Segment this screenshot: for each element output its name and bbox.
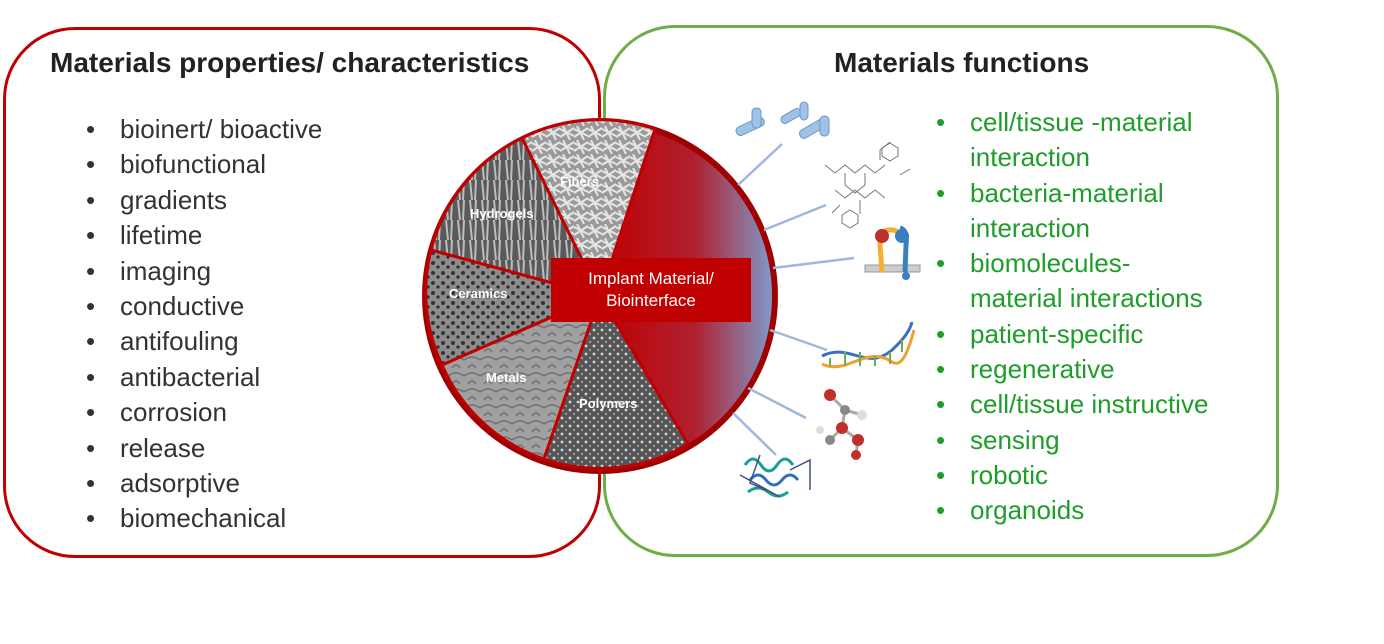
function-item: cell/tissue -material interaction: [936, 105, 1208, 176]
segment-polymers: [542, 292, 691, 470]
dendrimer-icon: [824, 141, 911, 229]
functions-list: cell/tissue -material interactionbacteri…: [936, 105, 1208, 529]
sugar-molecule-icon: [816, 389, 867, 460]
functions-title: Materials functions: [834, 47, 1090, 78]
property-item: gradients: [86, 183, 322, 219]
function-item: cell/tissue instructive: [936, 387, 1208, 423]
function-item: organoids: [936, 493, 1208, 529]
function-item: patient-specific: [936, 317, 1208, 353]
properties-list: bioinert/ bioactivebiofunctionalgradient…: [86, 112, 322, 537]
peptide-icon: [864, 225, 921, 280]
function-item: sensing: [936, 423, 1208, 459]
function-item: biomolecules- material interactions: [936, 246, 1208, 317]
function-item: robotic: [936, 458, 1208, 494]
segment-label-polymers: Polymers: [579, 396, 638, 411]
protein-icon: [739, 454, 811, 498]
segment-ceramics: [424, 248, 605, 367]
segment-label-fibers: Fibers: [560, 174, 599, 189]
property-item: corrosion: [86, 395, 322, 431]
center-label: Implant Material/ Biointerface: [588, 269, 714, 310]
property-item: conductive: [86, 289, 322, 325]
property-item: antibacterial: [86, 360, 322, 396]
dna-helix-icon: [821, 321, 916, 369]
property-item: biomechanical: [86, 501, 322, 537]
property-item: adsorptive: [86, 466, 322, 502]
function-item: regenerative: [936, 352, 1208, 388]
segment-label-ceramics: Ceramics: [449, 286, 508, 301]
property-item: biofunctional: [86, 147, 322, 183]
antibody-icon: [735, 101, 830, 139]
property-item: imaging: [86, 254, 322, 290]
segment-metals: [440, 293, 603, 461]
segment-label-metals: Metals: [486, 370, 526, 385]
properties-title: Materials properties/ characteristics: [50, 47, 530, 78]
connector-lines: [732, 143, 855, 456]
segment-label-hydrogels: Hydrogels: [470, 206, 534, 221]
property-item: bioinert/ bioactive: [86, 112, 322, 148]
property-item: release: [86, 431, 322, 467]
property-item: antifouling: [86, 324, 322, 360]
segment-hydrogels: [429, 135, 603, 299]
property-item: lifetime: [86, 218, 322, 254]
function-item: bacteria-material interaction: [936, 176, 1208, 247]
segment-fibers: [519, 118, 657, 300]
center-label-box: Implant Material/ Biointerface: [551, 258, 751, 322]
